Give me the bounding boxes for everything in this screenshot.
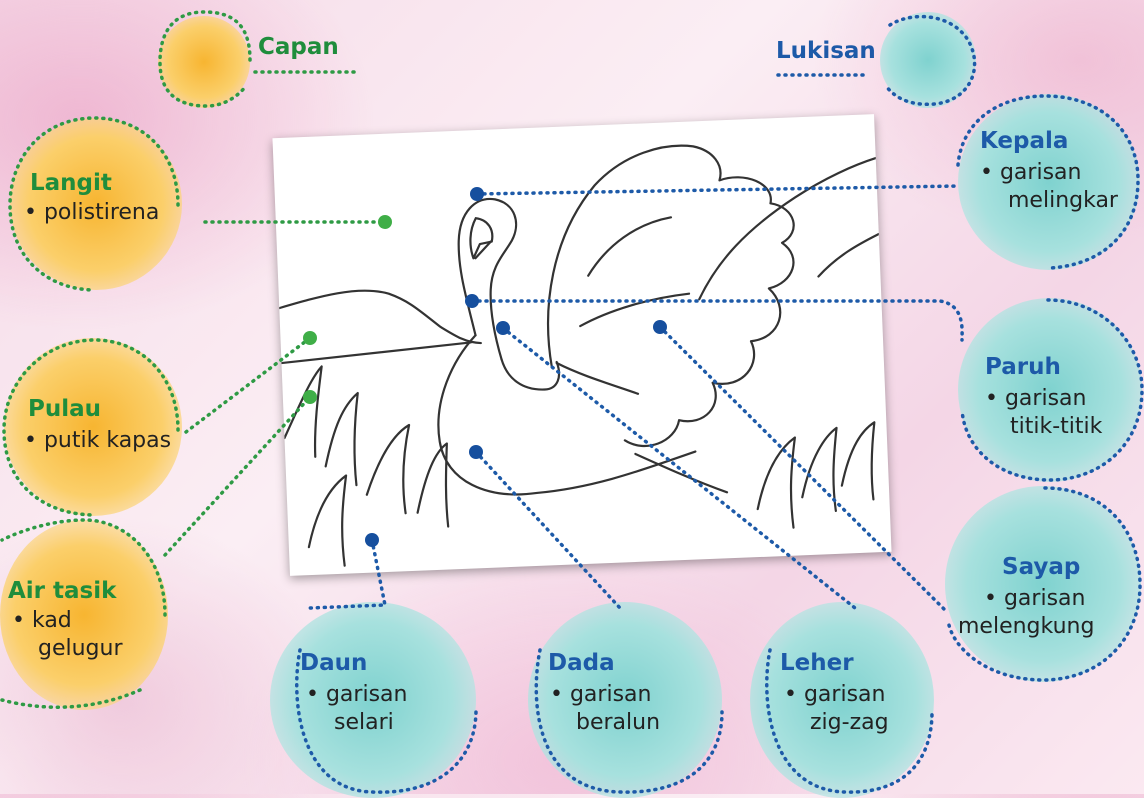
daun-text-2: selari (334, 708, 394, 737)
sayap-text-2: melengkung (958, 612, 1094, 641)
dada-title: Dada (548, 650, 615, 676)
green-dots (303, 215, 392, 404)
capan-legend-label: Capan (258, 34, 339, 60)
kepala-text-1: • garisan (980, 158, 1081, 187)
paruh-title: Paruh (985, 354, 1061, 380)
air-tasik-connector (165, 397, 310, 555)
kepala-connector (477, 186, 958, 194)
sayap-text-1: • garisan (984, 584, 1085, 613)
sayap-connector (660, 327, 945, 610)
sayap-title: Sayap (1002, 554, 1080, 580)
kepala-title: Kepala (980, 128, 1068, 154)
dada-connector (476, 452, 620, 608)
kepala-dot (470, 187, 484, 201)
daun-text-1: • garisan (306, 680, 407, 709)
daun-connector (310, 540, 385, 608)
air-tasik-title: Air tasik (8, 578, 116, 604)
paruh-text-1: • garisan (985, 384, 1086, 413)
lukisan-ring (886, 17, 975, 105)
leher-title: Leher (780, 650, 854, 676)
daun-title: Daun (300, 650, 367, 676)
daun-dot (365, 533, 379, 547)
pulau-text: • putik kapas (24, 426, 171, 455)
leher-connector (503, 328, 855, 608)
lukisan-legend-label: Lukisan (776, 38, 876, 64)
langit-text: • polistirena (24, 198, 159, 227)
air-tasik-text-1: • kad (12, 606, 72, 635)
paruh-dot (465, 294, 479, 308)
langit-title: Langit (30, 170, 112, 196)
pulau-title: Pulau (28, 396, 101, 422)
leher-text-1: • garisan (784, 680, 885, 709)
dada-text-2: beralun (576, 708, 660, 737)
pulau-dot (303, 331, 317, 345)
langit-dot (378, 215, 392, 229)
paruh-text-2: titik-titik (1010, 412, 1102, 441)
leher-text-2: zig-zag (810, 708, 889, 737)
air-tasik-dot (303, 390, 317, 404)
pulau-connector (186, 338, 310, 432)
sayap-dot (653, 320, 667, 334)
kepala-text-2: melingkar (1008, 186, 1118, 215)
dada-text-1: • garisan (550, 680, 651, 709)
paruh-connector (472, 301, 962, 340)
leher-dot (496, 321, 510, 335)
capan-ring (160, 12, 250, 106)
air-tasik-text-2: gelugur (38, 634, 123, 663)
dada-dot (469, 445, 483, 459)
